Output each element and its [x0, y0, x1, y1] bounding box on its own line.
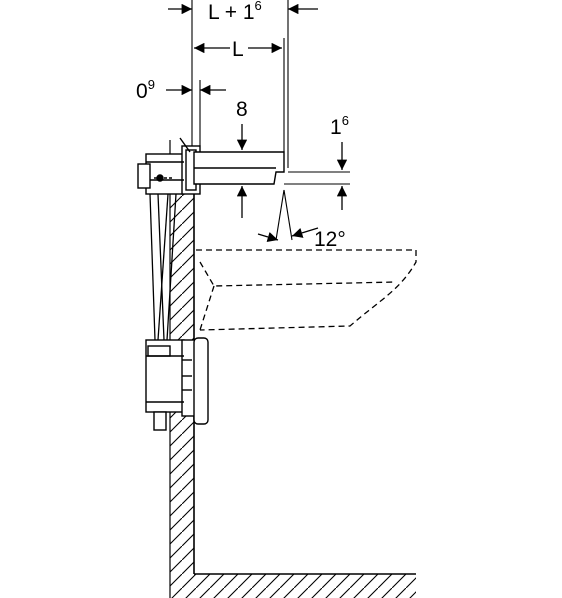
- basin: [196, 249, 417, 331]
- hoses: [149, 193, 177, 341]
- spout: [193, 151, 285, 185]
- label-l-plus: L + 16: [208, 0, 262, 24]
- extension-lines: [191, 0, 350, 241]
- label-offset: 09: [136, 77, 155, 103]
- label-l-plus-base: L + 1: [208, 1, 255, 24]
- label-offset-sup: 9: [148, 77, 155, 92]
- label-l: L: [232, 38, 244, 61]
- label-angle: 12°: [314, 228, 346, 251]
- label-eight: 8: [236, 98, 248, 121]
- label-spout-gap-sup: 6: [342, 113, 349, 128]
- floor-section: [194, 574, 416, 598]
- mixer-housing: [137, 137, 201, 195]
- label-spout-gap-base: 1: [330, 116, 342, 139]
- label-offset-base: 0: [136, 80, 148, 103]
- label-spout-gap: 16: [330, 113, 349, 139]
- dimension-lines: [166, 3, 348, 242]
- control-unit: [145, 337, 209, 431]
- label-l-plus-sup: 6: [255, 0, 262, 13]
